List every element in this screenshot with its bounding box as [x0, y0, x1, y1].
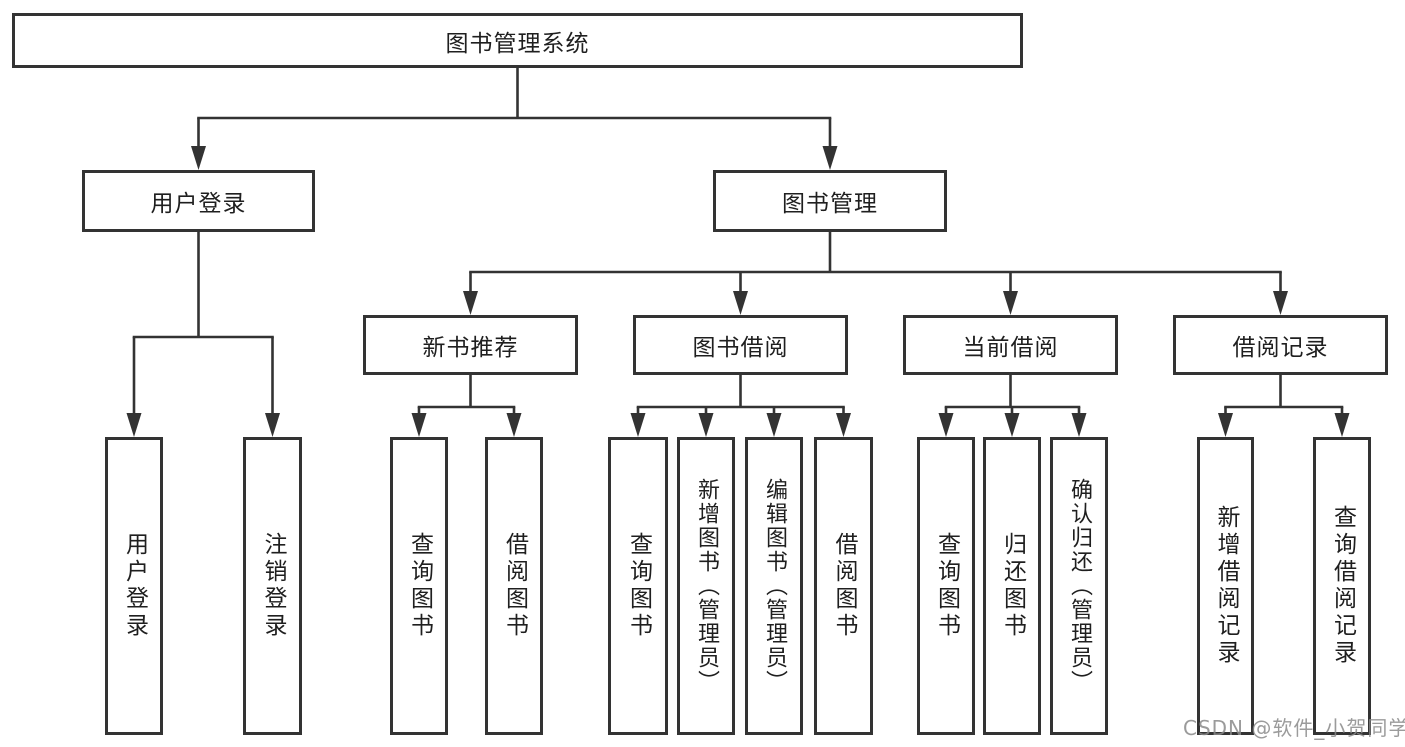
leaf-user-login-label: 用户登录 [121, 532, 148, 640]
leaf-user-login: 用户登录 [105, 437, 163, 735]
leaf-current-confirm-return-admin: 确认归还（管理员） [1050, 437, 1108, 735]
leaf-borrow-borrow-books-label: 借阅图书 [831, 532, 857, 640]
leaf-current-query-books: 查询图书 [917, 437, 975, 735]
node-new-book-recommend-label: 新书推荐 [422, 335, 519, 361]
leaf-logout: 注销登录 [243, 437, 302, 735]
leaf-borrow-add-books-admin: 新增图书（管理员） [677, 437, 735, 735]
node-current-borrowing: 当前借阅 [903, 315, 1118, 375]
node-user-login-branch: 用户登录 [82, 170, 315, 232]
node-user-login-branch-label: 用户登录 [150, 191, 247, 217]
node-root-library-system: 图书管理系统 [12, 13, 1023, 68]
leaf-recommend-query-books-label: 查询图书 [406, 532, 433, 640]
leaf-recommend-borrow-books: 借阅图书 [485, 437, 543, 735]
csdn-watermark: CSDN @软件_小贺同学 [1183, 716, 1405, 740]
leaf-recommend-query-books: 查询图书 [390, 437, 448, 735]
leaf-borrow-edit-books-admin: 编辑图书（管理员） [745, 437, 803, 735]
node-current-borrowing-label: 当前借阅 [962, 335, 1059, 361]
node-root-label: 图书管理系统 [445, 30, 590, 57]
leaf-records-add-record-label: 新增借阅记录 [1213, 505, 1239, 667]
leaf-borrow-borrow-books: 借阅图书 [814, 437, 873, 735]
node-book-management-branch: 图书管理 [713, 170, 947, 232]
leaf-borrow-query-books-label: 查询图书 [625, 532, 652, 640]
leaf-current-return-books: 归还图书 [983, 437, 1041, 735]
node-book-management-branch-label: 图书管理 [782, 191, 878, 217]
node-book-borrowing-label: 图书借阅 [692, 335, 789, 361]
node-borrowing-records: 借阅记录 [1173, 315, 1388, 375]
node-borrowing-records-label: 借阅记录 [1232, 335, 1329, 361]
leaf-current-confirm-return-admin-label: 确认归还（管理员） [1067, 478, 1092, 694]
node-new-book-recommend: 新书推荐 [363, 315, 578, 375]
leaf-records-query-record: 查询借阅记录 [1313, 437, 1371, 735]
leaf-records-add-record: 新增借阅记录 [1197, 437, 1254, 735]
node-book-borrowing: 图书借阅 [633, 315, 848, 375]
leaf-current-query-books-label: 查询图书 [933, 532, 960, 640]
leaf-borrow-query-books: 查询图书 [608, 437, 668, 735]
leaf-current-return-books-label: 归还图书 [999, 532, 1026, 640]
leaf-logout-label: 注销登录 [260, 532, 286, 640]
leaf-records-query-record-label: 查询借阅记录 [1329, 505, 1356, 667]
leaf-borrow-edit-books-admin-label: 编辑图书（管理员） [762, 478, 787, 694]
leaf-recommend-borrow-books-label: 借阅图书 [501, 532, 528, 640]
leaf-borrow-add-books-admin-label: 新增图书（管理员） [694, 478, 719, 694]
